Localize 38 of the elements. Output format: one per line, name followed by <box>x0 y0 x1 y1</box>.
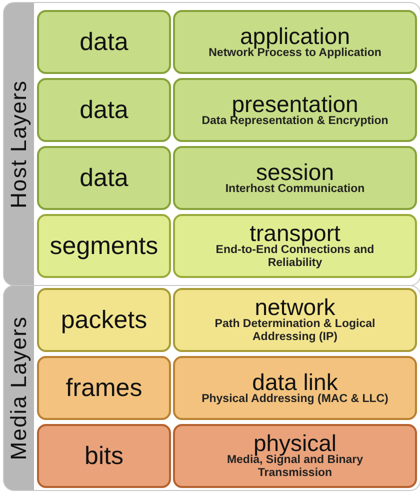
data-unit-box <box>37 10 171 74</box>
layer-description: Physical Addressing (MAC & LLC) <box>202 392 388 406</box>
layer-name: network <box>254 296 336 318</box>
data-unit-box <box>37 146 171 210</box>
data-unit-box <box>37 424 171 488</box>
layer-box <box>173 146 417 210</box>
layer-box <box>173 214 417 278</box>
layer-name: data link <box>252 370 338 392</box>
data-unit-label: data <box>80 98 128 122</box>
data-unit-label: segments <box>50 234 158 258</box>
data-unit-box <box>37 78 171 142</box>
layer-group-panel <box>4 3 420 285</box>
layer-name: session <box>256 160 334 182</box>
layer-box <box>173 78 417 142</box>
data-unit-label: data <box>80 30 128 54</box>
layer-description: Interhost Communication <box>225 182 365 196</box>
data-unit-label: data <box>80 166 128 190</box>
layer-description: Data Representation & Encryption <box>202 114 388 128</box>
data-unit-label: frames <box>66 376 142 400</box>
layer-description: End-to-End Connections and Reliability <box>214 244 376 270</box>
data-unit-box <box>37 288 171 352</box>
data-unit-label: bits <box>84 444 124 468</box>
layer-description: Media, Signal and Binary Transmission <box>226 454 364 480</box>
data-unit-box <box>37 214 171 278</box>
layer-name: application <box>240 24 350 46</box>
layer-box <box>173 288 417 352</box>
layer-description: Path Determination & Logical Addressing (IP) <box>214 318 376 344</box>
layer-name: transport <box>250 222 340 244</box>
layer-box <box>173 424 417 488</box>
layer-name: presentation <box>232 92 358 114</box>
data-unit-box <box>37 356 171 420</box>
layer-box <box>173 356 417 420</box>
data-unit-label: packets <box>60 308 148 332</box>
layer-group-panel <box>4 286 420 490</box>
group-title: Host Layers <box>6 80 32 208</box>
layer-name: physical <box>253 432 337 454</box>
group-title: Media Layers <box>6 316 32 460</box>
layer-box <box>173 10 417 74</box>
